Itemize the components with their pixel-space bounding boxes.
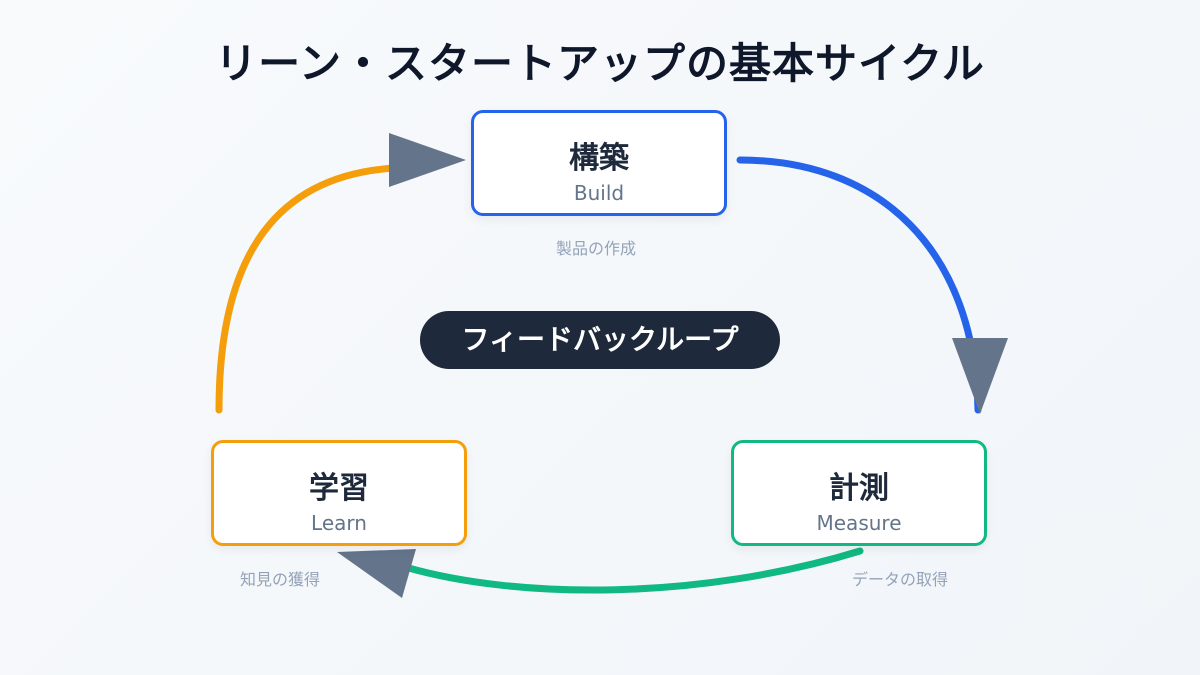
learn-caption: 知見の獲得 (240, 570, 321, 589)
measure-node: 計測 Measure (731, 440, 987, 546)
learn-node-title: 学習 (309, 471, 369, 506)
build-node-subtitle: Build (573, 181, 625, 205)
arrow-learn-to-build (215, 164, 399, 414)
measure-caption: データの取得 (852, 570, 949, 589)
measure-node-subtitle: Measure (816, 511, 902, 535)
build-caption: 製品の作成 (556, 239, 637, 258)
learn-node: 学習 Learn (211, 440, 467, 546)
diagram-title: リーン・スタートアップの基本サイクル (215, 39, 985, 88)
feedback-loop-label: フィードバックループ (420, 311, 780, 369)
measure-node-title: 計測 (829, 471, 889, 506)
arrowhead-build (389, 133, 466, 187)
learn-node-subtitle: Learn (311, 511, 367, 535)
build-node: 構築 Build (471, 110, 727, 216)
arrowhead-measure (952, 338, 1008, 414)
arrowhead-learn (337, 549, 416, 598)
arrow-build-to-measure (736, 156, 982, 414)
arrow-measure-to-learn (401, 547, 864, 594)
build-node-title: 構築 (569, 141, 629, 176)
